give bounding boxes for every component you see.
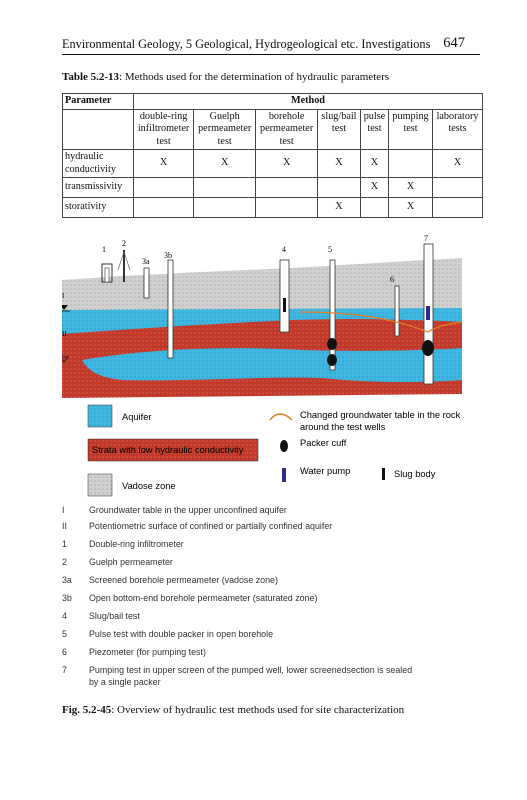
table-cell [255,177,319,198]
page-number: 647 [443,35,465,51]
packer-cuff [422,340,434,356]
screened-borehole-permeameter [143,267,150,299]
legend-pump: Water pump [300,466,350,476]
label-II: II [62,330,67,338]
method-header: Method [133,93,483,110]
figure-caption-label: Fig. 5.2-45 [62,704,112,716]
param-storativity: storativity [62,197,134,218]
legend-packer-icon [280,440,288,452]
param-transmissivity: transmissivity [62,177,134,198]
table-cell: X [432,149,483,178]
infiltrometer-inner [104,267,110,283]
table-cell: X [255,149,319,178]
legend-vadose: Vadose zone [122,481,176,491]
legend-packer: Packer cuff [300,438,347,448]
table-row: transmissivity X X [62,177,483,198]
legend-aquifer-swatch [87,404,113,428]
table-cell [317,177,361,198]
legend-slug: Slug body [394,469,436,479]
legend-vadose-swatch [87,473,113,497]
table-row: storativity X X [62,197,483,218]
vadose-zone [62,258,462,312]
label-1: 1 [102,245,106,254]
slug-well [279,259,290,333]
piezometer [394,285,400,337]
table-cell: X [317,149,361,178]
empty-cell [62,108,134,150]
table-cell [359,197,390,218]
legend-changed-table-2: around the test wells [300,422,386,432]
packer-cuff [327,354,337,366]
table-caption: Table 5.2-13: Methods used for the deter… [62,71,389,83]
table-cell [193,177,257,198]
hydraulic-test-diagram: I II 1 2 3a 3b 4 5 6 7 Aquifer Strata wi… [62,234,463,497]
table-cell: X [388,197,433,218]
slug-body [283,298,286,312]
table-cell [432,177,483,198]
guelph-stand [117,251,125,271]
table-cell: X [132,149,195,178]
table-cell: X [359,177,390,198]
table-cell: X [388,177,433,198]
legend-changed-table-line [269,413,293,421]
table-caption-text: : Methods used for the determination of … [119,71,390,83]
label-5: 5 [328,245,332,254]
table-cell: X [193,149,257,178]
label-3a: 3a [142,257,150,266]
legend-aquifer: Aquifer [122,412,151,422]
table-cell [432,197,483,218]
table-cell [388,149,433,178]
water-table-I-marker [62,305,68,310]
table-cell [255,197,319,218]
running-header: Environmental Geology, 5 Geological, Hyd… [62,37,431,51]
changed-groundwater-table [299,311,463,333]
pulse-borehole [329,259,336,371]
table-cell: X [317,197,361,218]
figure-caption: Fig. 5.2-45: Overview of hydraulic test … [62,704,404,716]
label-2: 2 [122,239,126,248]
water-pump [426,306,430,320]
table-cell [193,197,257,218]
label-I: I [62,292,65,300]
legend-pump-icon [282,468,286,482]
table-cell [132,197,195,218]
figure-caption-text: : Overview of hydraulic test methods use… [111,704,405,716]
legend-low-conductivity-swatch [87,438,259,462]
water-table-II-marker [62,356,69,363]
table-header-row: Parameter Method [62,93,483,110]
label-4: 4 [282,245,286,254]
parameter-header: Parameter [62,93,134,110]
header-rule [62,54,480,55]
label-6: 6 [390,275,394,284]
table-cell [132,177,195,198]
lower-aquifer [82,348,462,383]
label-7: 7 [424,234,428,243]
table-cell: X [359,149,390,178]
open-borehole-permeameter [167,259,174,359]
legend-low-conductivity: Strata with low hydraulic conductivity [92,445,244,455]
guelph-stand [123,251,131,271]
table-caption-label: Table 5.2-13 [62,71,120,83]
packer-cuff [327,338,337,350]
label-3b: 3b [164,251,172,260]
legend-slug-icon [382,468,385,480]
legend-changed-table-1: Changed groundwater table in the rock [300,410,461,420]
